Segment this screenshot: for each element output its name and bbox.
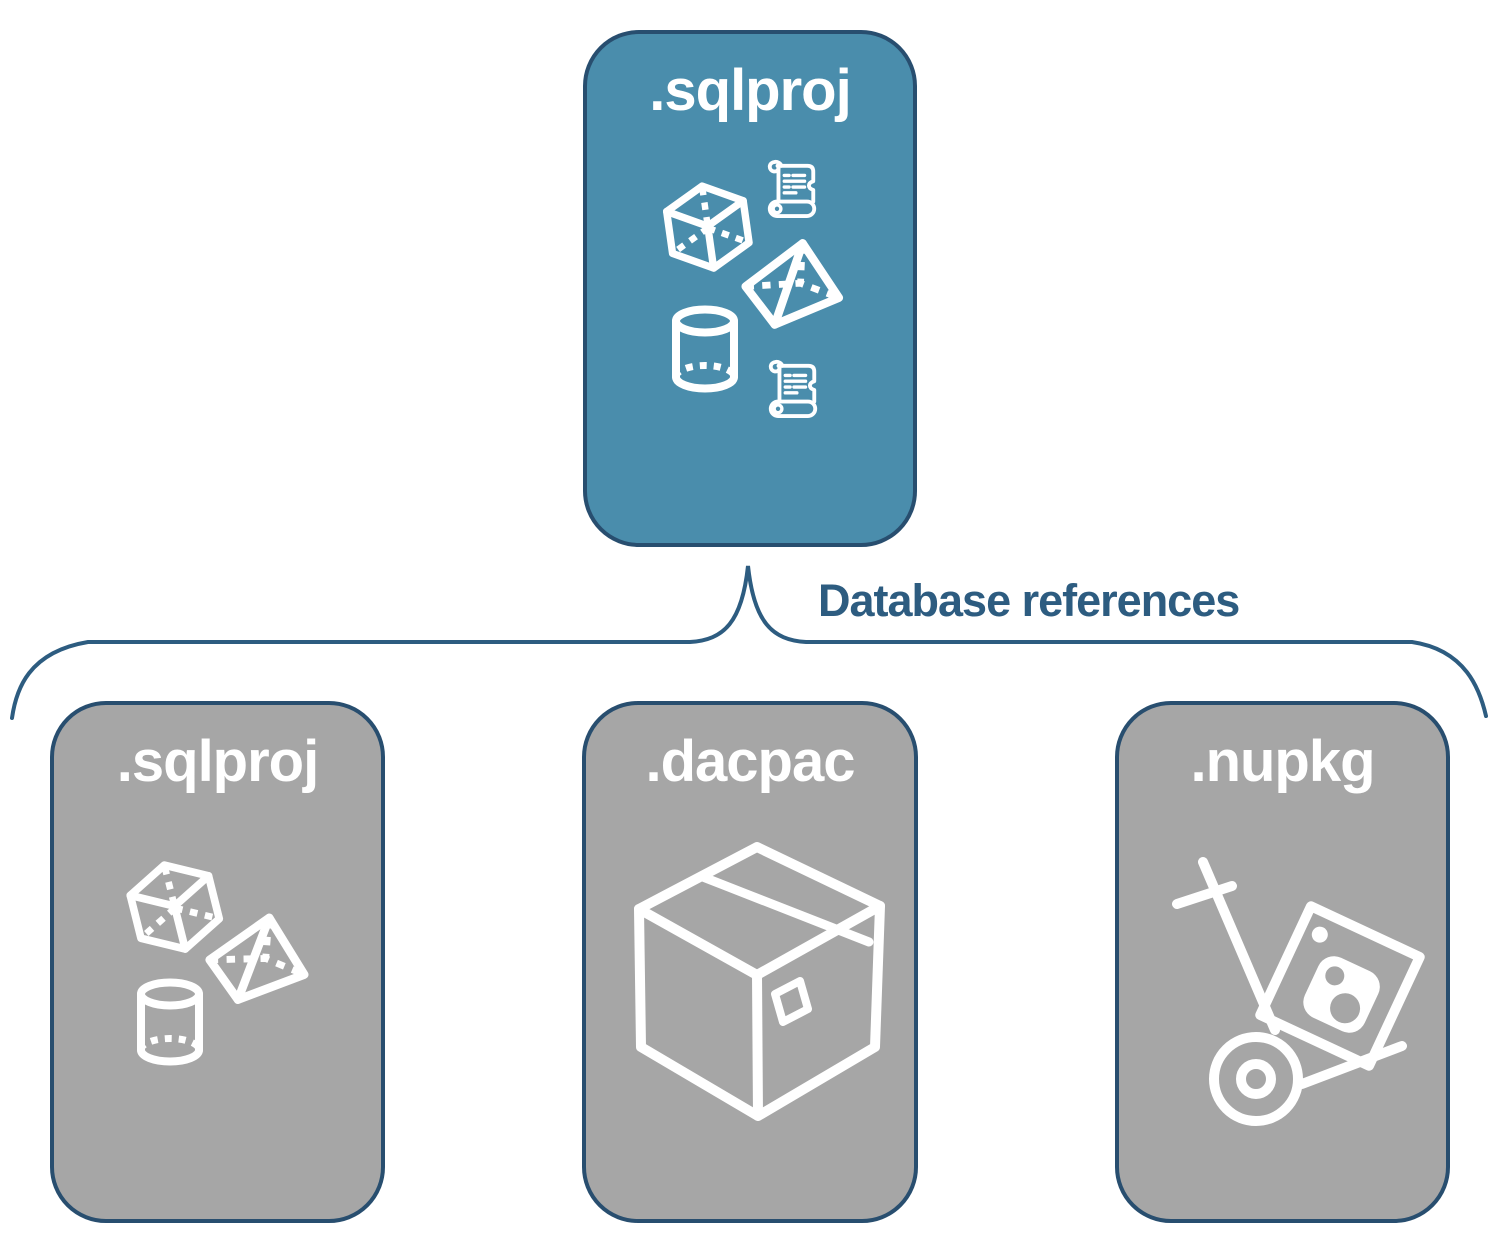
scroll-icon xyxy=(767,159,817,218)
package-box-icon xyxy=(634,842,885,1121)
cylinder-icon xyxy=(672,305,738,393)
target-card-title: .sqlproj xyxy=(116,729,319,794)
cube-icon xyxy=(126,861,224,953)
pyramid-icon xyxy=(205,913,309,1004)
target-card-sqlproj: .sqlproj xyxy=(50,701,385,1223)
connector-label: Database references xyxy=(818,575,1240,626)
source-card-title: .sqlproj xyxy=(649,58,851,123)
brace-line xyxy=(10,565,1488,720)
hand-truck-package-icon xyxy=(1172,857,1425,1126)
scroll-icon xyxy=(768,359,818,418)
target-card-dacpac: .dacpac xyxy=(582,701,918,1223)
target-card-nupkg: .nupkg xyxy=(1115,701,1450,1223)
target-card-title: .nupkg xyxy=(1190,729,1375,794)
target-card-title: .dacpac xyxy=(645,729,856,794)
source-card-sqlproj: .sqlproj xyxy=(583,30,917,547)
pyramid-icon xyxy=(741,239,844,329)
cylinder-icon xyxy=(137,978,203,1066)
cube-icon xyxy=(662,182,753,272)
